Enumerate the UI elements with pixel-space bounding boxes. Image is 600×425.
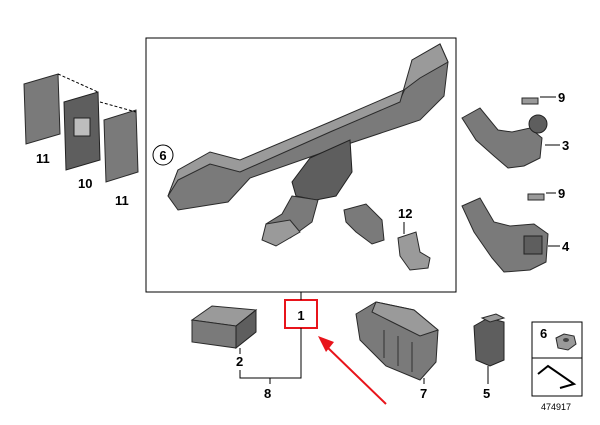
callout-11b-label: 11: [115, 193, 129, 208]
legend-callout-6-label: 6: [540, 326, 547, 341]
nut-icon: [555, 333, 577, 351]
module-part-5: [473, 313, 506, 367]
ball-mount-part-3: [461, 97, 548, 169]
callout-6-label: 6: [159, 148, 166, 163]
legend-box: 6: [531, 321, 583, 397]
callout-2-label: 2: [236, 354, 243, 369]
key-9a: [521, 97, 539, 105]
image-number: 474917: [541, 402, 571, 412]
plate-cutout: [73, 117, 91, 137]
callout-3-label: 3: [562, 138, 569, 153]
callout-7-label: 7: [420, 386, 427, 401]
callout-9b-label: 9: [558, 186, 565, 201]
callout-5-label: 5: [483, 386, 490, 401]
receiver-opening: [523, 235, 543, 255]
key-9b: [527, 193, 545, 201]
bracket-part-12: [343, 203, 431, 271]
tow-ball: [528, 114, 548, 134]
red-arrow: [318, 336, 387, 405]
box-part-2: [190, 305, 258, 350]
tow-hitch-crossbeam: [167, 43, 449, 247]
callout-12-label: 12: [398, 206, 412, 221]
callout-1-label: 1: [297, 308, 304, 323]
callout-4-label: 4: [562, 239, 570, 254]
callout-circle-6: [152, 144, 174, 166]
mounting-plates: [23, 73, 139, 183]
callout-10-label: 10: [78, 176, 92, 191]
callout-9a-label: 9: [558, 90, 565, 105]
callout-11a-label: 11: [36, 151, 50, 166]
foam-tray-part-7: [355, 301, 440, 381]
receiver-mount-part-4: [461, 193, 549, 273]
callout-8-label: 8: [264, 386, 271, 401]
bracket-symbol-icon: [537, 364, 577, 389]
